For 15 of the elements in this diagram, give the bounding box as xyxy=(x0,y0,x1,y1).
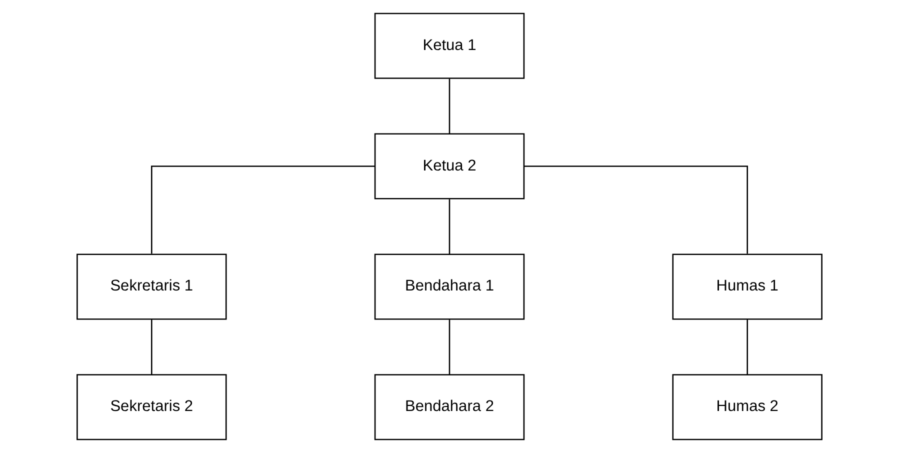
node-box: Humas 2 xyxy=(672,374,822,440)
connector xyxy=(448,199,450,254)
node-box: Sekretaris 1 xyxy=(76,254,226,320)
connector xyxy=(150,320,152,375)
node-box: Ketua 2 xyxy=(374,133,524,200)
connector xyxy=(746,320,748,375)
connector xyxy=(448,320,450,375)
node-box: Humas 1 xyxy=(672,254,822,320)
connector xyxy=(448,78,450,134)
node-box: Bendahara 2 xyxy=(374,374,524,440)
node-box: Sekretaris 2 xyxy=(76,374,226,440)
node-box: Ketua 1 xyxy=(374,12,524,79)
connector xyxy=(524,166,748,254)
connector xyxy=(150,166,374,254)
node-box: Bendahara 1 xyxy=(374,254,524,320)
